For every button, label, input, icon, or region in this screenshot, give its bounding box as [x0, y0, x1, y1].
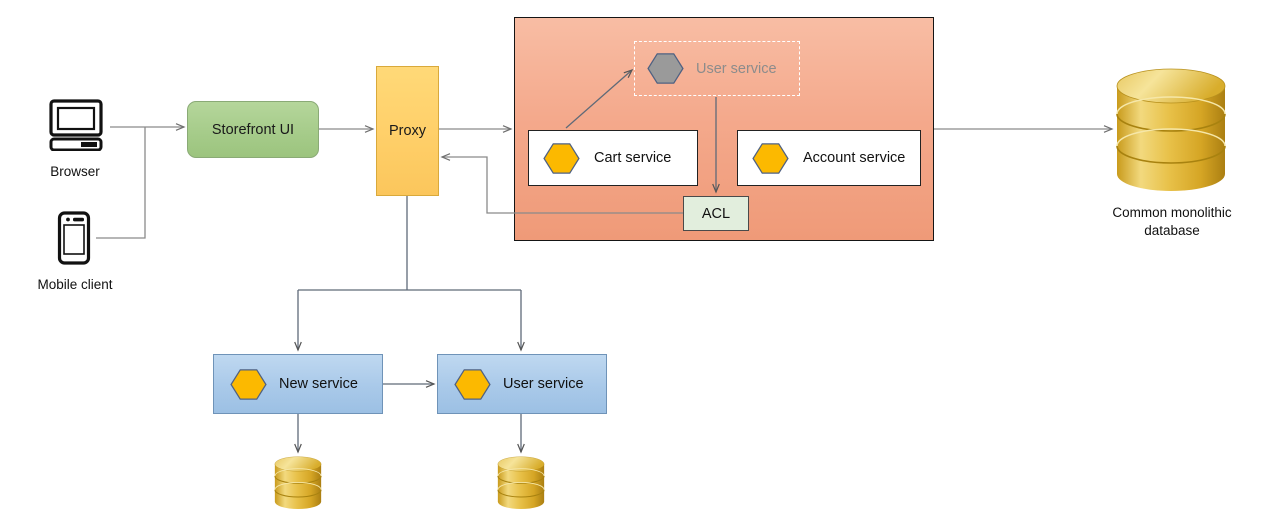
- cart-service-node[interactable]: Cart service: [528, 130, 698, 186]
- user-service-label: User service: [503, 376, 584, 392]
- browser-label: Browser: [50, 164, 100, 179]
- hexagon-icon: [543, 142, 580, 174]
- cart-service-label: Cart service: [594, 150, 672, 166]
- desktop-computer-icon: [45, 99, 107, 152]
- storefront-ui-label: Storefront UI: [211, 121, 295, 138]
- hexagon-icon: [752, 142, 789, 174]
- user-service-database-icon: [494, 452, 548, 512]
- account-service-node[interactable]: Account service: [737, 130, 921, 186]
- storefront-ui-node[interactable]: Storefront UI: [187, 101, 319, 158]
- proxy-label: Proxy: [388, 123, 427, 139]
- new-service-label: New service: [279, 376, 358, 392]
- hexagon-icon: [230, 368, 267, 400]
- acl-node[interactable]: ACL: [683, 196, 749, 231]
- common-database-label: Common monolithic database: [1112, 205, 1232, 238]
- mobile-client-label: Mobile client: [37, 277, 113, 292]
- common-database-icon: [1113, 58, 1229, 198]
- user-service-node[interactable]: User service: [437, 354, 607, 414]
- proxy-node[interactable]: Proxy: [376, 66, 439, 196]
- new-service-database-icon: [271, 452, 325, 512]
- new-service-node[interactable]: New service: [213, 354, 383, 414]
- monolith-user-service-removed[interactable]: User service: [634, 41, 800, 96]
- account-service-label: Account service: [803, 150, 906, 166]
- hexagon-icon: [647, 53, 684, 84]
- acl-label: ACL: [701, 205, 731, 222]
- hexagon-icon: [454, 368, 491, 400]
- mobile-phone-icon: [57, 211, 91, 265]
- monolith-user-service-label: User service: [696, 60, 777, 77]
